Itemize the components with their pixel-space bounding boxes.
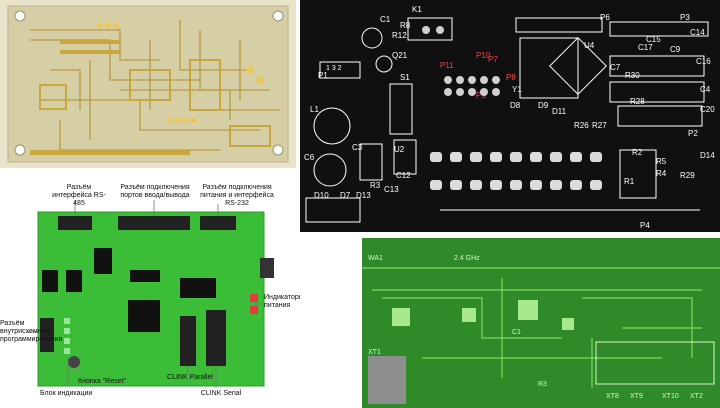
pcb-top-left-artwork — [7, 5, 289, 163]
silk-c9: C9 — [670, 45, 681, 54]
silk-r27: R27 — [592, 121, 607, 130]
annotated-board-artwork — [26, 200, 274, 388]
silk-p1: P1 — [318, 71, 328, 80]
silk-c4: C4 — [700, 85, 711, 94]
silk-p3: P3 — [680, 13, 690, 22]
rf-board-layout: WA1 2.4 GHz XT1 XT8 XT9 XT10 XT2 C1 R3 — [362, 238, 720, 408]
label-io-port: Разъём подключения портов ввода/вывода — [120, 184, 190, 199]
silk-u4: U4 — [584, 41, 595, 50]
silk-d11: D11 — [552, 107, 567, 116]
silk-p2: P2 — [688, 129, 698, 138]
rf-silk-1: 2.4 GHz — [454, 255, 480, 262]
silk-p6: P6 — [600, 13, 610, 22]
label-clink-serial: CLINK Serial — [200, 390, 242, 397]
label-reset-button: Кнопка "Reset" — [78, 378, 126, 385]
rf-silk-8: R3 — [538, 381, 547, 388]
label-isp-connector: Разъём внутрисхемного программирования — [0, 320, 63, 343]
silk-p4: P4 — [640, 221, 650, 230]
silk-p7: P7 — [488, 55, 498, 64]
rf-silk-5: XT10 — [662, 393, 679, 400]
pcb-silkscreen-layout: C1 K1 R8 R12 Q21 P6 P3 C14 U4 C17 C15 C9… — [300, 0, 720, 232]
silk-r12: R12 — [392, 31, 407, 40]
silk-c7: C7 — [610, 63, 621, 72]
silk-d13: D13 — [356, 191, 371, 200]
label-clink-parallel: CLINK Parallel — [167, 374, 213, 381]
rf-silk-0: WA1 — [368, 255, 383, 262]
label-rs485: Разъём интерфейса RS-485 — [52, 184, 106, 207]
silk-p8: P8 — [506, 73, 516, 82]
label-power-indicators: Индикаторы питания — [264, 294, 300, 309]
silk-d8: D8 — [510, 101, 521, 110]
silk-d7: D7 — [340, 191, 351, 200]
silk-r3: R3 — [370, 181, 381, 190]
silk-r1: R1 — [624, 177, 635, 186]
silk-c13: C13 — [384, 185, 399, 194]
silk-c3: C3 — [352, 143, 363, 152]
silk-l1: L1 — [310, 105, 319, 114]
pcb-photo-top-left — [0, 0, 296, 168]
silk-c12: C12 — [396, 171, 411, 180]
silk-p10: P10 — [476, 51, 491, 60]
silk-d10: D10 — [314, 191, 329, 200]
rf-silk-3: XT8 — [606, 393, 619, 400]
rf-silk-6: XT2 — [690, 393, 703, 400]
rf-silk-7: C1 — [512, 329, 521, 336]
silk-p11: P11 — [440, 61, 454, 70]
silk-k1: K1 — [412, 5, 422, 14]
silk-u2: U2 — [394, 145, 405, 154]
label-indication-block: Блок индикации — [40, 390, 93, 397]
silk-c20: C20 — [700, 105, 715, 114]
annotated-board-photo: Разъём интерфейса RS-485 Разъём подключе… — [0, 170, 300, 408]
silk-pin-label: 1 3 2 — [326, 65, 342, 72]
silk-c1: C1 — [380, 15, 391, 24]
silk-r5: R5 — [656, 157, 667, 166]
pcb-silkscreen-artwork: C1 K1 R8 R12 Q21 P6 P3 C14 U4 C17 C15 C9… — [304, 5, 715, 230]
silk-r8: R8 — [400, 21, 411, 30]
silk-d14: D14 — [700, 151, 715, 160]
silk-d9: D9 — [538, 101, 549, 110]
silk-s1: S1 — [400, 73, 410, 82]
rf-board-artwork: WA1 2.4 GHz XT1 XT8 XT9 XT10 XT2 C1 R3 — [362, 238, 720, 408]
silk-c15: C15 — [646, 35, 661, 44]
silk-y1: Y1 — [512, 85, 522, 94]
silk-r26: R26 — [574, 121, 589, 130]
silk-p9: P9 — [476, 91, 486, 100]
silk-c6: C6 — [304, 153, 315, 162]
label-power-rs232: Разъём подключения питания и интерфейса … — [200, 184, 274, 207]
silk-c17: C17 — [638, 43, 653, 52]
rf-silk-4: XT9 — [630, 393, 643, 400]
silk-q21: Q21 — [392, 51, 408, 60]
silk-r2: R2 — [632, 148, 643, 157]
silk-r29: R29 — [680, 171, 695, 180]
silk-r4: R4 — [656, 169, 667, 178]
rf-silk-2: XT1 — [368, 349, 381, 356]
silk-c14: C14 — [690, 28, 705, 37]
